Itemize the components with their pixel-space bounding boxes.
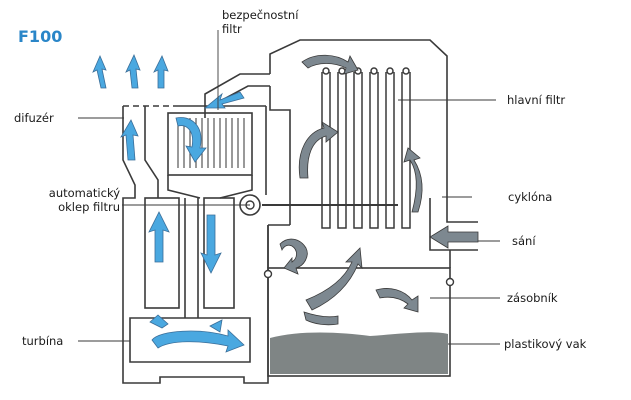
- turbine-housing: [122, 73, 270, 384]
- label-plastic-bag: plastikový vak: [504, 337, 587, 351]
- blue-airflow-arrows: [92, 53, 245, 353]
- label-diffuser: difuzér: [14, 111, 54, 125]
- grey-airflow-arrows: [279, 54, 479, 326]
- label-cyclone: cyklóna: [508, 190, 553, 204]
- cyclone-housing: [262, 39, 478, 377]
- label-container: zásobník: [507, 291, 558, 305]
- leader-lines: [78, 30, 500, 345]
- label-safety-filter: bezpečnostní filtr: [222, 8, 299, 36]
- bag-clips: [263, 269, 455, 287]
- label-intake: sání: [512, 234, 536, 248]
- model-title: F100: [18, 27, 63, 46]
- dust-fill: [270, 332, 448, 374]
- label-turbine: turbína: [22, 334, 64, 348]
- label-main-filter: hlavní filtr: [507, 93, 566, 107]
- label-auto-filter-shaking: automatický oklep filtru: [48, 186, 120, 214]
